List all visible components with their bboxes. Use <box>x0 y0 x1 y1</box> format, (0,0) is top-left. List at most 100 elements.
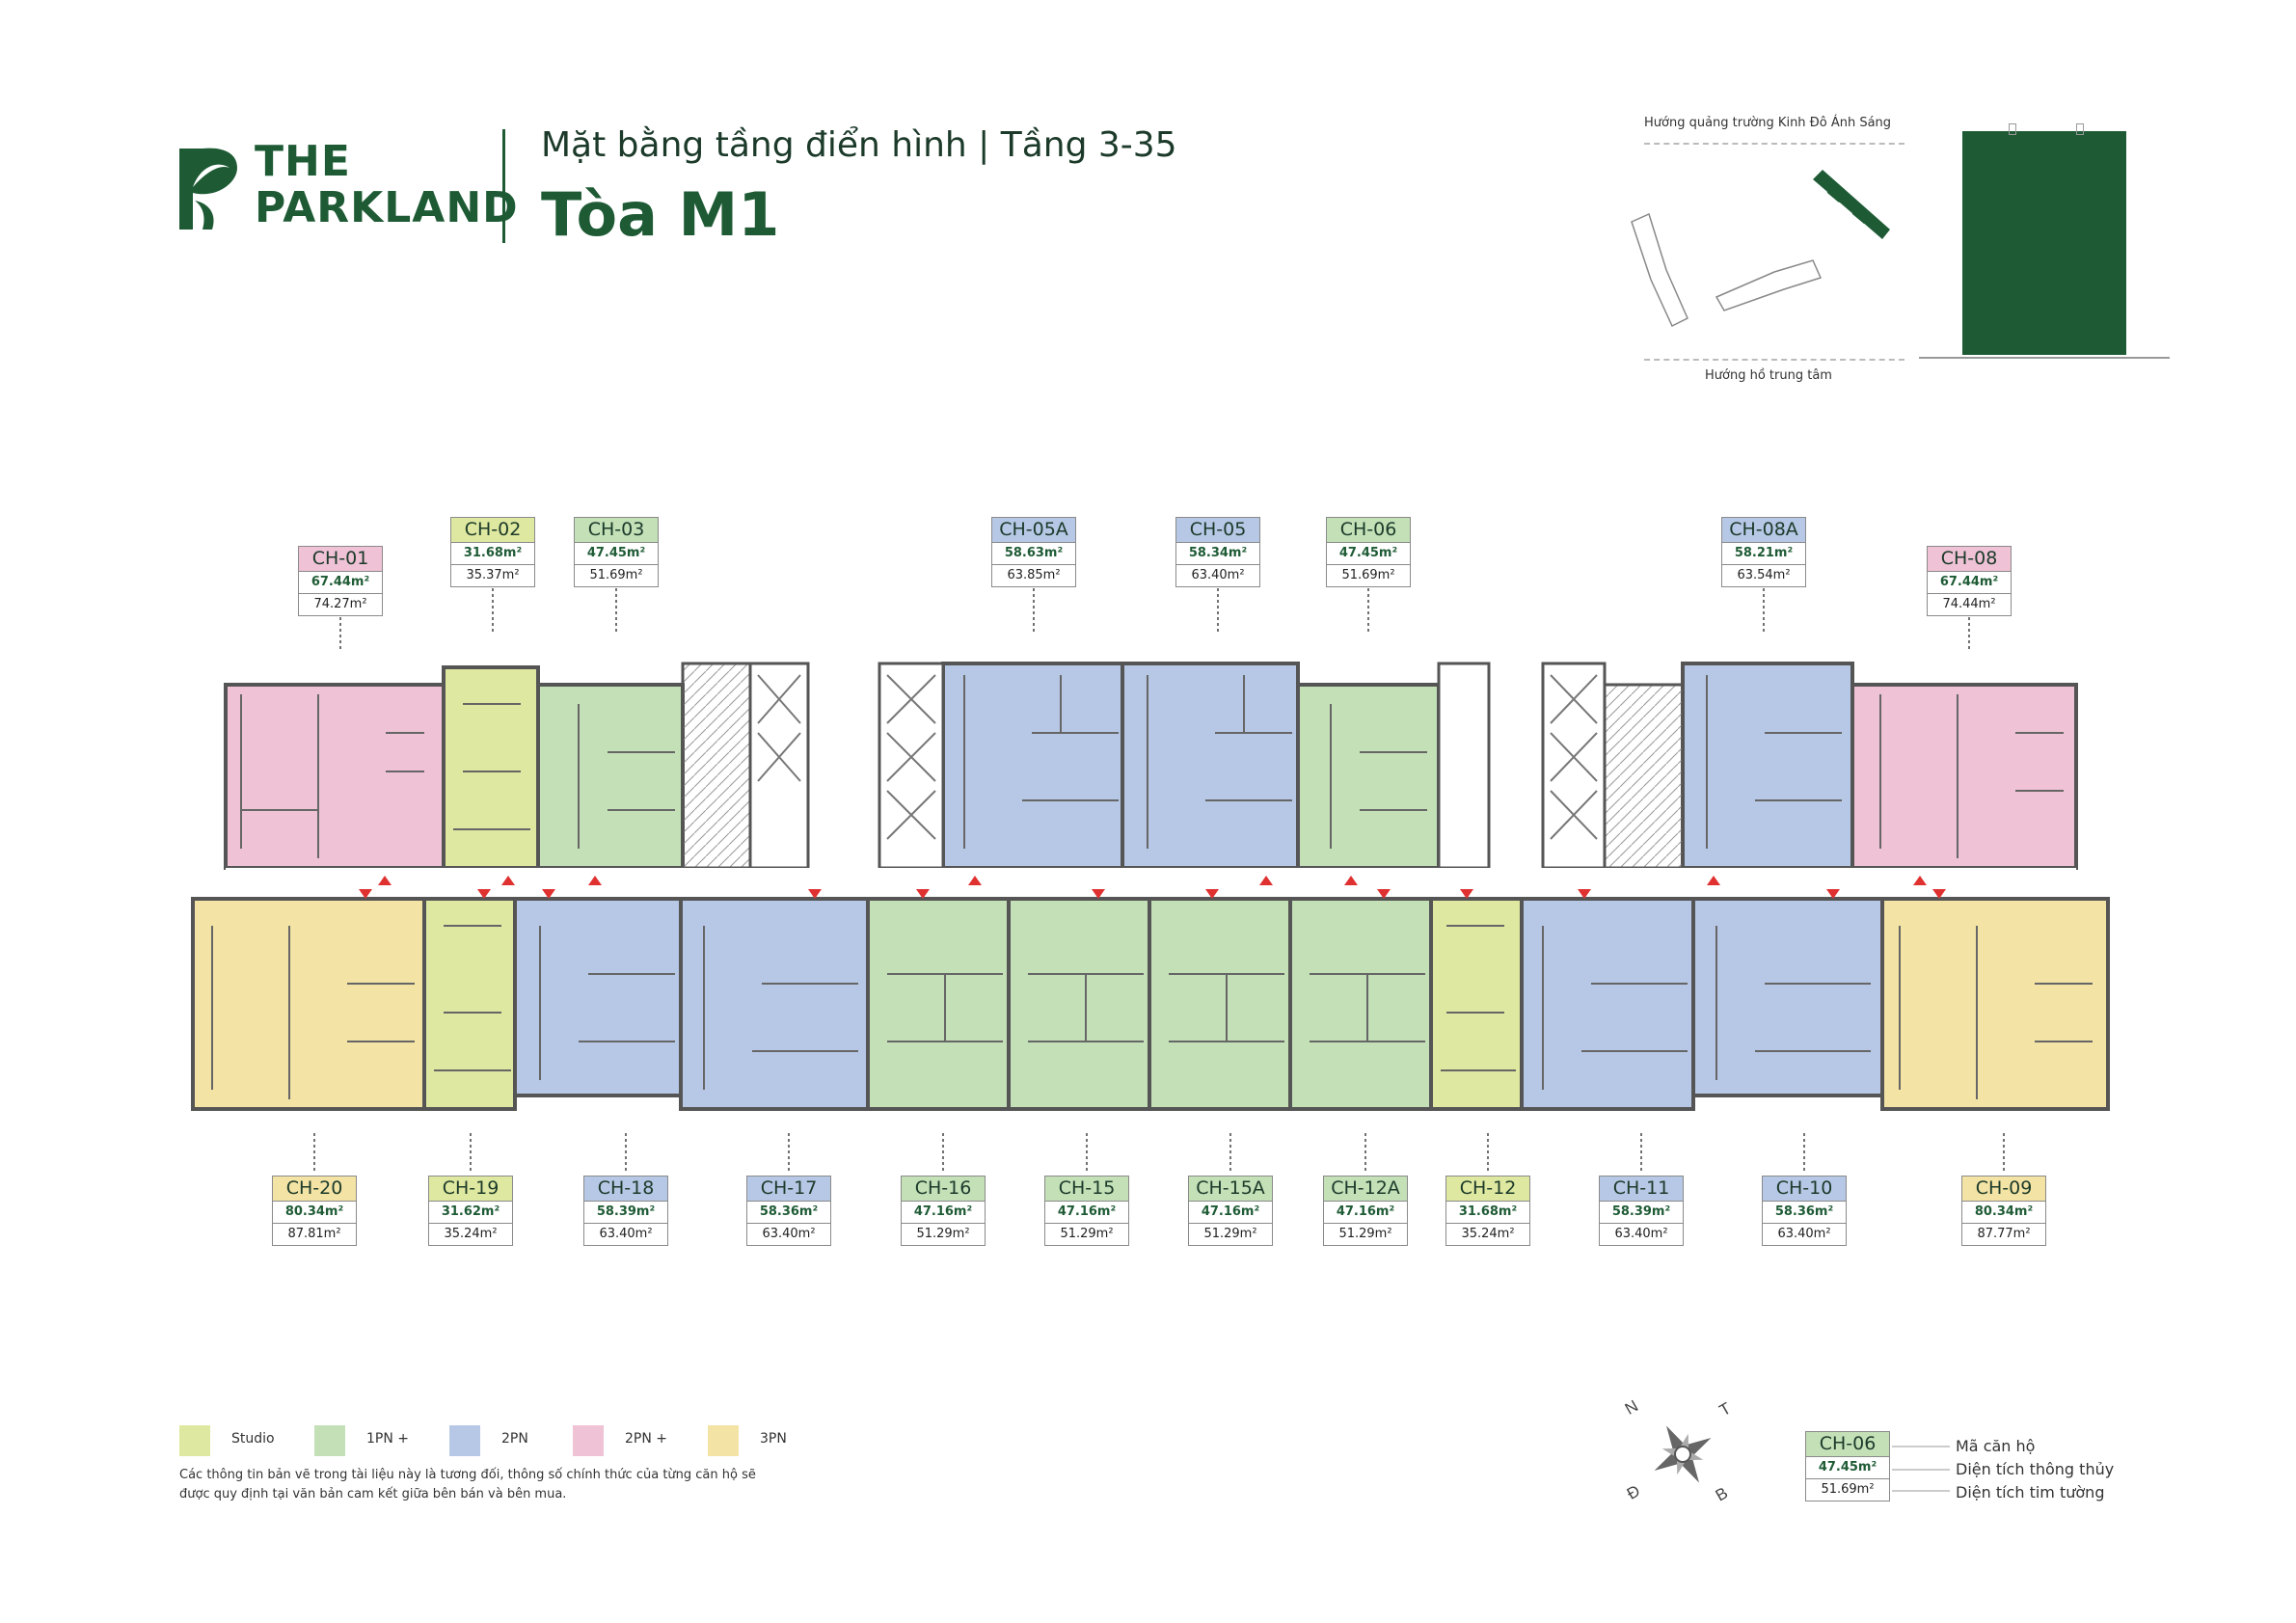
unit-net-area: 47.45m² <box>574 543 659 565</box>
unit-ch-17[interactable] <box>679 897 870 1111</box>
unit-label-ch-01[interactable]: CH-01 67.44m² 74.27m² <box>298 546 383 616</box>
unit-net-area: 58.39m² <box>1599 1202 1684 1224</box>
legend-swatch <box>449 1425 480 1456</box>
unit-gross-area: 51.69m² <box>1326 565 1411 587</box>
unit-label-ch-15[interactable]: CH-15 47.16m² 51.29m² <box>1044 1176 1129 1246</box>
legend-label: 2PN + <box>625 1431 668 1447</box>
unit-gross-area: 51.29m² <box>1044 1224 1129 1246</box>
unit-net-area: 80.34m² <box>272 1202 357 1224</box>
unit-label-ch-08[interactable]: CH-08 67.44m² 74.44m² <box>1927 546 2012 616</box>
unit-ch-12a[interactable] <box>1288 897 1433 1111</box>
unit-ch-08a[interactable] <box>1681 662 1854 870</box>
roof-element <box>2076 123 2084 135</box>
elevator-core-2 <box>878 662 945 870</box>
unit-code: CH-08A <box>1721 517 1806 543</box>
stair-core-2 <box>1603 683 1685 870</box>
unit-code: CH-09 <box>1961 1176 2046 1202</box>
unit-net-area: 80.34m² <box>1961 1202 2046 1224</box>
unit-ch-16[interactable] <box>866 897 1011 1111</box>
unit-label-ch-05[interactable]: CH-05 58.34m² 63.40m² <box>1175 517 1260 587</box>
unit-gross-area: 63.40m² <box>1175 565 1260 587</box>
unit-gross-area: 51.29m² <box>1188 1224 1273 1246</box>
unit-ch-15[interactable] <box>1007 897 1151 1111</box>
legend-swatch <box>179 1425 210 1456</box>
unit-ch-09[interactable] <box>1880 897 2110 1111</box>
site-bottom-label: Hướng hồ trung tâm <box>1705 368 1832 383</box>
key-leaders <box>1892 1446 1950 1492</box>
unit-ch-08[interactable] <box>1850 683 2078 870</box>
site-bottom-line <box>1644 359 1904 361</box>
unit-label-ch-08a[interactable]: CH-08A 58.21m² 63.54m² <box>1721 517 1806 587</box>
unit-label-ch-02[interactable]: CH-02 31.68m² 35.37m² <box>450 517 535 587</box>
legend-label: 1PN + <box>366 1431 410 1447</box>
unit-code: CH-01 <box>298 546 383 572</box>
unit-net-area: 58.63m² <box>991 543 1076 565</box>
unit-ch-01[interactable] <box>224 683 446 870</box>
unit-net-area: 58.39m² <box>583 1202 668 1224</box>
unit-gross-area: 35.24m² <box>428 1224 513 1246</box>
legend-label: 3PN <box>760 1431 787 1447</box>
unit-ch-03[interactable] <box>536 683 685 870</box>
unit-label-ch-19[interactable]: CH-19 31.62m² 35.24m² <box>428 1176 513 1246</box>
unit-code: CH-08 <box>1927 546 2012 572</box>
unit-label-ch-06[interactable]: CH-06 47.45m² 51.69m² <box>1326 517 1411 587</box>
unit-ch-06[interactable] <box>1296 683 1441 870</box>
unit-gross-area: 35.37m² <box>450 565 535 587</box>
brand-name: THE PARKLAND <box>255 139 519 231</box>
unit-code: CH-15A <box>1188 1176 1273 1202</box>
unit-net-area: 58.36m² <box>1762 1202 1847 1224</box>
unit-label-ch-18[interactable]: CH-18 58.39m² 63.40m² <box>583 1176 668 1246</box>
unit-gross-area: 51.29m² <box>1323 1224 1408 1246</box>
brand-line-2: PARKLAND <box>255 183 519 232</box>
unit-gross-area: 51.29m² <box>901 1224 986 1246</box>
unit-label-ch-10[interactable]: CH-10 58.36m² 63.40m² <box>1762 1176 1847 1246</box>
site-plan-mini <box>1631 170 1890 328</box>
header-divider <box>502 129 505 243</box>
unit-net-area: 47.16m² <box>1323 1202 1408 1224</box>
unit-label-ch-20[interactable]: CH-20 80.34m² 87.81m² <box>272 1176 357 1246</box>
unit-ch-05[interactable] <box>1121 662 1300 870</box>
key-area2-label: Diện tích tim tường <box>1956 1483 2105 1501</box>
unit-net-area: 58.34m² <box>1175 543 1260 565</box>
unit-ch-05a[interactable] <box>941 662 1124 870</box>
unit-gross-area: 63.40m² <box>746 1224 831 1246</box>
key-net-area: 47.45m² <box>1805 1457 1890 1479</box>
unit-net-area: 31.68m² <box>1445 1202 1530 1224</box>
unit-label-ch-03[interactable]: CH-03 47.45m² 51.69m² <box>574 517 659 587</box>
unit-ch-15a[interactable] <box>1148 897 1292 1111</box>
unit-ch-10[interactable] <box>1691 897 1884 1097</box>
unit-ch-20[interactable] <box>191 897 426 1111</box>
unit-label-ch-12a[interactable]: CH-12A 47.16m² 51.29m² <box>1323 1176 1408 1246</box>
unit-label-ch-11[interactable]: CH-11 58.39m² 63.40m² <box>1599 1176 1684 1246</box>
unit-ch-18[interactable] <box>513 897 683 1097</box>
disclaimer-text: Các thông tin bản vẽ trong tài liệu này … <box>179 1468 756 1501</box>
unit-gross-area: 74.44m² <box>1927 594 2012 616</box>
unit-label-ch-17[interactable]: CH-17 58.36m² 63.40m² <box>746 1176 831 1246</box>
unit-net-area: 58.21m² <box>1721 543 1806 565</box>
unit-ch-12[interactable] <box>1429 897 1524 1111</box>
unit-net-area: 31.62m² <box>428 1202 513 1224</box>
unit-net-area: 67.44m² <box>298 572 383 594</box>
key-gross-area: 51.69m² <box>1805 1479 1890 1501</box>
unit-net-area: 31.68m² <box>450 543 535 565</box>
unit-label-ch-05a[interactable]: CH-05A 58.63m² 63.85m² <box>991 517 1076 587</box>
key-code-label: Mã căn hộ <box>1956 1437 2036 1455</box>
label-key-sample: CH-06 47.45m² 51.69m² <box>1805 1431 1890 1501</box>
stair-core-1 <box>681 662 752 870</box>
unit-ch-02[interactable] <box>442 665 540 870</box>
unit-label-ch-16[interactable]: CH-16 47.16m² 51.29m² <box>901 1176 986 1246</box>
unit-gross-area: 74.27m² <box>298 594 383 616</box>
unit-code: CH-12A <box>1323 1176 1408 1202</box>
unit-label-ch-09[interactable]: CH-09 80.34m² 87.77m² <box>1961 1176 2046 1246</box>
unit-net-area: 47.16m² <box>1044 1202 1129 1224</box>
page-subtitle: Mặt bằng tầng điển hình | Tầng 3-35 <box>541 125 1177 165</box>
key-area1-label: Diện tích thông thủy <box>1956 1460 2115 1478</box>
unit-ch-19[interactable] <box>422 897 517 1111</box>
unit-net-area: 67.44m² <box>1927 572 2012 594</box>
unit-gross-area: 51.69m² <box>574 565 659 587</box>
unit-net-area: 47.45m² <box>1326 543 1411 565</box>
unit-code: CH-16 <box>901 1176 986 1202</box>
unit-ch-11[interactable] <box>1520 897 1695 1111</box>
unit-label-ch-15a[interactable]: CH-15A 47.16m² 51.29m² <box>1188 1176 1273 1246</box>
unit-label-ch-12[interactable]: CH-12 31.68m² 35.24m² <box>1445 1176 1530 1246</box>
